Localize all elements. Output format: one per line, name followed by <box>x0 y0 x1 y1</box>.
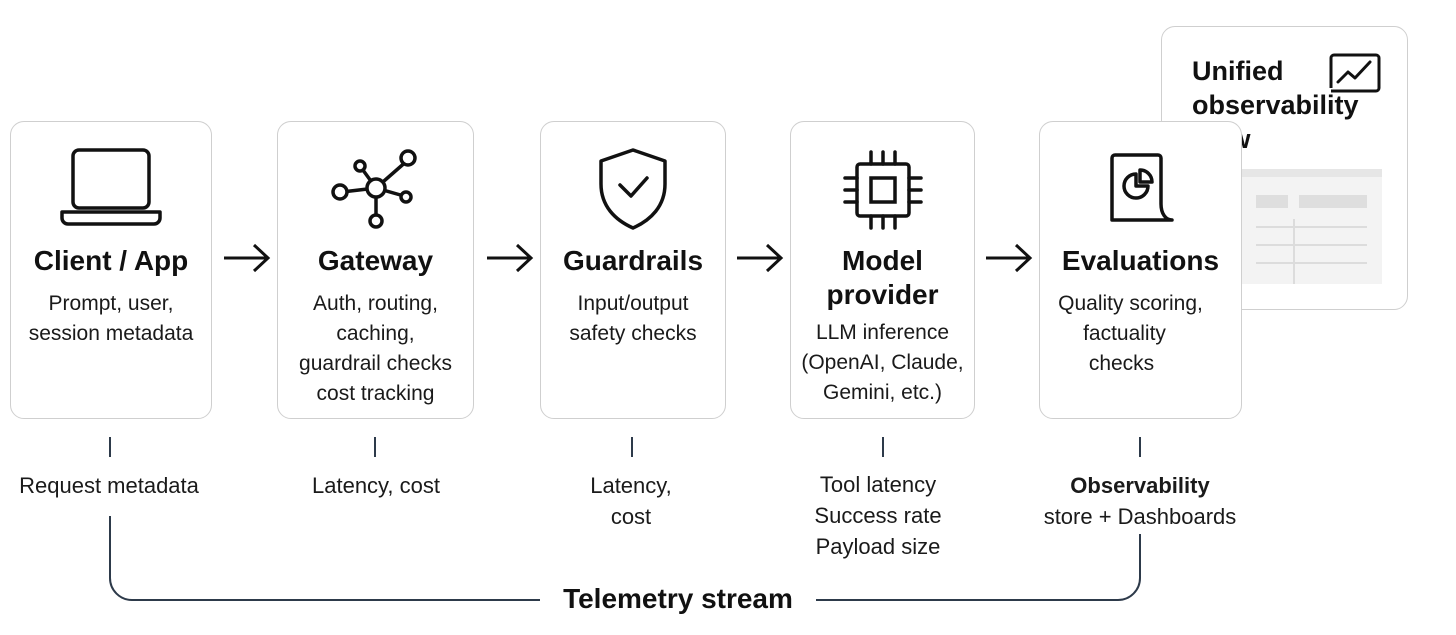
cpu-chip-icon <box>842 150 923 230</box>
telemetry-tick <box>1139 437 1141 457</box>
flow-arrow-icon <box>487 243 534 273</box>
stage-card-evaluations: Evaluations Quality scoring, factuality … <box>1039 121 1242 419</box>
stage-card-gateway: Gateway Auth, routing, caching, guardrai… <box>277 121 474 419</box>
network-hub-icon <box>330 149 417 229</box>
stage-title: Evaluations <box>1061 245 1220 276</box>
stage-card-guardrails: Guardrails Input/output safety checks <box>540 121 726 419</box>
stage-title: Gateway <box>317 245 434 276</box>
flow-arrow-icon <box>737 243 784 273</box>
stage-card-model-provider: Model provider LLM inference (OpenAI, Cl… <box>790 121 975 419</box>
stage-title: Guardrails <box>562 245 704 276</box>
stage-title: Client / App <box>33 245 189 276</box>
shield-check-icon <box>599 148 667 230</box>
report-chart-icon <box>1109 153 1174 222</box>
metric-observability-store: Observability store + Dashboards <box>1043 473 1237 529</box>
line-chart-icon <box>1329 53 1381 93</box>
metric-model-provider: Tool latency Success rate Payload size <box>814 472 942 559</box>
telemetry-tick <box>374 437 376 457</box>
flow-arrow-icon <box>986 243 1033 273</box>
metric-gateway: Latency, cost <box>312 473 440 498</box>
dashboard-preview <box>1242 169 1382 284</box>
stage-description: Auth, routing, caching, guardrail checks… <box>299 292 452 405</box>
stage-description: Prompt, user, session metadata <box>28 292 194 345</box>
flow-arrow-icon <box>224 243 271 273</box>
stage-card-client-app: Client / App Prompt, user, session metad… <box>10 121 212 419</box>
telemetry-tick <box>631 437 633 457</box>
stage-description: Quality scoring, factuality checks <box>1058 292 1203 375</box>
stage-description: LLM inference (OpenAI, Claude, Gemini, e… <box>801 321 964 404</box>
metric-guardrails: Latency, cost <box>590 473 672 529</box>
telemetry-stream-label: Telemetry stream <box>540 581 816 617</box>
metric-request-metadata: Request metadata <box>19 473 199 498</box>
stage-description: Input/output safety checks <box>569 292 697 345</box>
laptop-icon <box>60 148 162 226</box>
telemetry-tick <box>109 437 111 457</box>
telemetry-tick <box>882 437 884 457</box>
stage-title: Model provider <box>826 245 939 310</box>
